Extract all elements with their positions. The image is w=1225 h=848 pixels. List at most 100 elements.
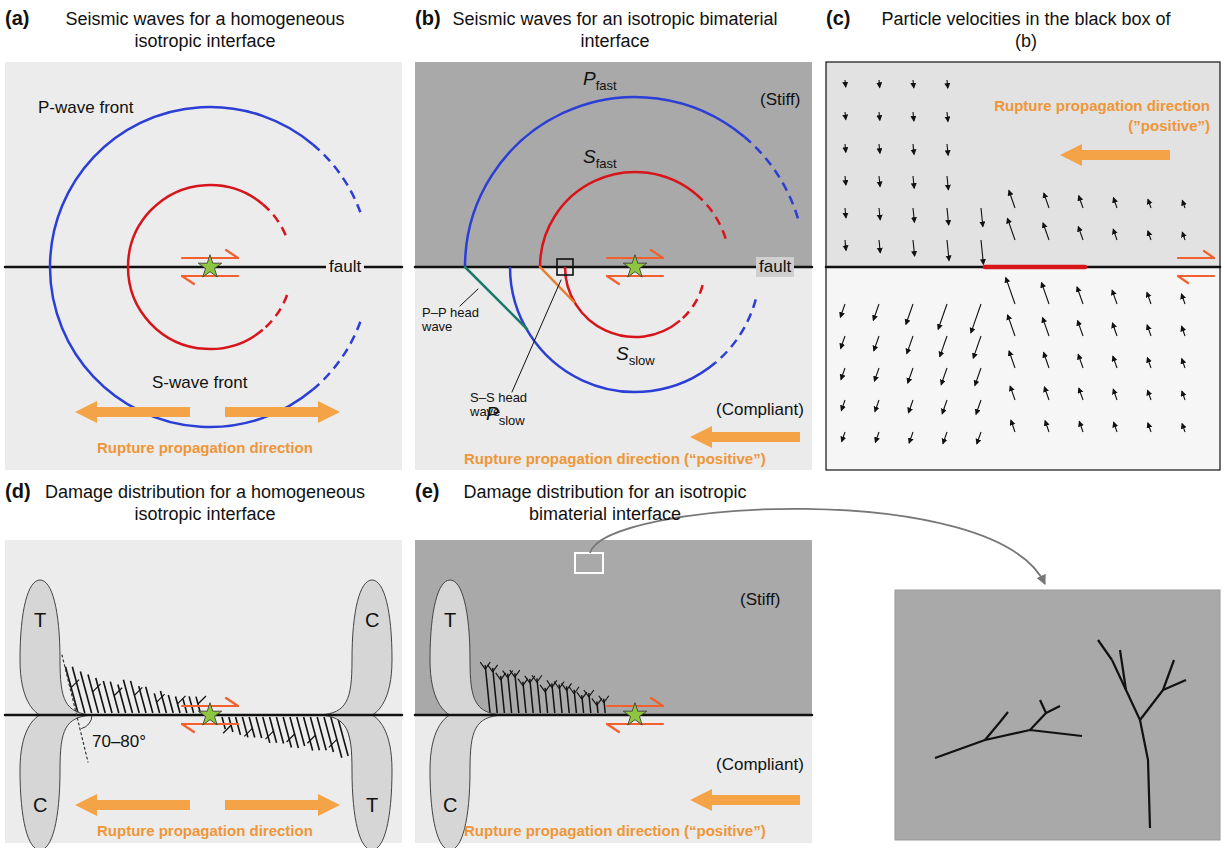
velocity-arrow (941, 368, 947, 385)
velocity-arrow (879, 176, 880, 187)
velocity-arrow (1079, 196, 1083, 208)
velocity-arrow (1010, 386, 1015, 400)
crack (80, 672, 91, 713)
velocity-arrow (938, 304, 947, 329)
velocity-arrow (1182, 200, 1185, 208)
crack (265, 731, 273, 739)
velocity-arrow (878, 144, 880, 153)
direction-label: Rupture propagation direction (“positive… (464, 822, 766, 839)
velocity-arrow (1148, 231, 1151, 240)
velocity-arrow (977, 432, 981, 444)
velocity-arrow (1045, 421, 1049, 432)
velocity-arrow (940, 336, 947, 357)
slip-arrow (1204, 251, 1214, 258)
velocity-arrow (1042, 283, 1049, 304)
crack-angle-line (62, 655, 88, 762)
velocity-arrow (1182, 359, 1185, 368)
crack (1120, 650, 1126, 690)
rupture-direction-arrow (690, 789, 800, 811)
crack (545, 685, 550, 692)
hypocenter-star (623, 703, 646, 725)
damage-cracks (480, 662, 609, 713)
slip-arrow (651, 250, 663, 258)
hypocenter-star (198, 255, 221, 277)
velocity-arrow (913, 208, 914, 222)
stress-label: C (443, 794, 457, 817)
stress-label: T (444, 609, 456, 632)
annotation-label: P–P head wave (422, 306, 488, 335)
velocity-arrow (844, 208, 846, 218)
velocity-arrow (1044, 193, 1049, 208)
velocity-arrow (1008, 315, 1015, 336)
wave-front (313, 144, 361, 212)
wave-front (540, 172, 696, 267)
velocity-arrow (1007, 218, 1015, 240)
rupture-direction-arrow (225, 794, 340, 816)
zoom-box (557, 259, 573, 275)
crack (270, 717, 277, 743)
crack (985, 712, 1008, 740)
crack (236, 717, 241, 735)
crack (1163, 680, 1186, 690)
crack (496, 673, 501, 680)
velocity-arrow (1011, 420, 1015, 432)
panel-title: Particle velocities in the black box of … (871, 9, 1181, 52)
velocity-arrow (975, 368, 981, 385)
velocity-arrow (1043, 318, 1049, 336)
fault-line (415, 266, 812, 269)
velocity-arrow (1113, 198, 1117, 208)
velocity-arrow (878, 112, 880, 120)
crack (160, 691, 166, 713)
wave-front (50, 107, 313, 427)
panel-ground (826, 62, 1220, 267)
panel-title: Damage distribution for an isotropic bim… (435, 482, 775, 525)
crack (537, 675, 542, 682)
crack (488, 665, 493, 672)
crack (537, 678, 540, 713)
crack (508, 671, 513, 678)
velocity-arrow (1148, 390, 1151, 400)
crack (604, 696, 609, 703)
wave-front (715, 299, 755, 362)
slip-arrow (226, 250, 238, 258)
velocity-arrow (875, 400, 879, 412)
fault-line (415, 714, 812, 717)
crack (198, 696, 206, 704)
velocity-arrow (842, 432, 845, 442)
crack (283, 717, 291, 747)
stress-label: T (34, 609, 46, 632)
rupture-direction-arrow (690, 426, 800, 448)
crack (118, 684, 126, 713)
wave-label: Sfast (583, 146, 617, 171)
crack (562, 683, 567, 690)
velocity-arrow (878, 80, 880, 87)
velocity-arrow (1113, 356, 1117, 368)
velocity-arrow (1147, 358, 1151, 368)
crack (577, 692, 582, 699)
crack (532, 675, 537, 682)
wave-front (696, 194, 727, 242)
crack (493, 665, 498, 672)
velocity-arrow (947, 208, 949, 225)
velocity-arrow (942, 400, 947, 414)
crack (599, 696, 604, 703)
velocity-arrow (1009, 191, 1015, 208)
slip-arrow (607, 724, 619, 732)
crack (146, 687, 153, 713)
crack (569, 687, 574, 694)
drawing (5, 62, 1220, 848)
wave-front (263, 204, 287, 239)
velocity-arrow (912, 112, 914, 121)
crack (935, 730, 1082, 758)
crack (540, 685, 545, 692)
velocity-arrow (1079, 421, 1083, 432)
crack (518, 679, 523, 686)
annotation-label: (Stiff) (760, 90, 800, 110)
velocity-arrow (1148, 199, 1151, 208)
velocity-arrow (844, 112, 846, 120)
panel-letter: (b) (415, 7, 441, 30)
panel: (e)Damage distribution for an isotropic … (415, 478, 812, 843)
panel-ground (415, 62, 812, 267)
leader-line (512, 280, 561, 392)
